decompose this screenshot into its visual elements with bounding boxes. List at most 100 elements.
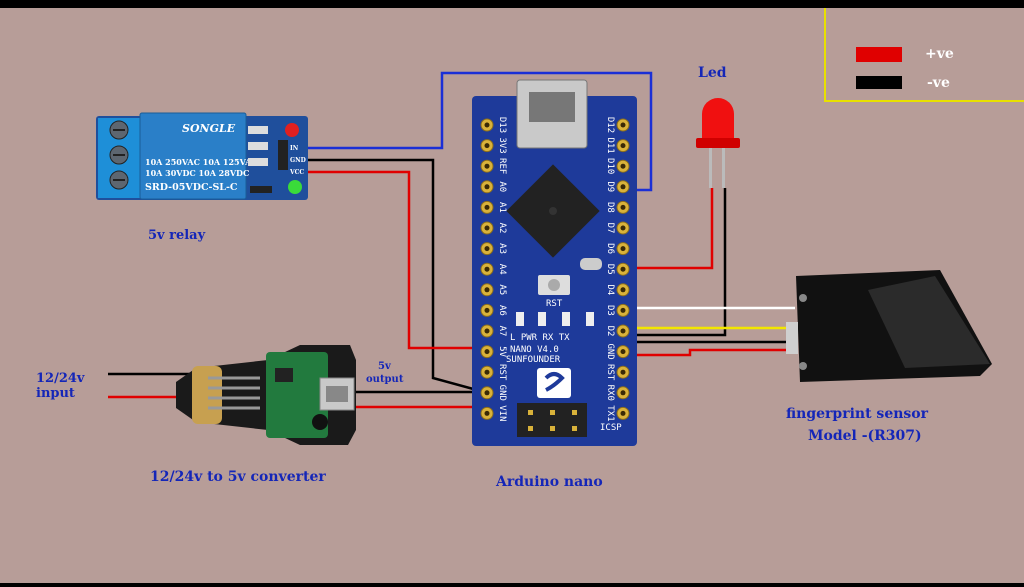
nano-pin-hole-left-a7 (484, 328, 490, 334)
arduino-pcb (472, 96, 637, 446)
board-led-tx (586, 312, 594, 326)
wire-relay-vcc (300, 170, 488, 350)
relay-module: SONGLE 10A 250VAC 10A 125VAC 10A 30VDC 1… (96, 112, 308, 200)
nano-pin-hole-right-d11 (620, 143, 626, 149)
legend-negative-label: -ve (927, 75, 950, 91)
relay-header-pins (278, 140, 288, 170)
nano-pin-label-right-d3: D3 (605, 305, 615, 316)
board-led-l (516, 312, 524, 326)
nano-pin-label-right-d6: D6 (605, 243, 615, 254)
board-led-pwr (538, 312, 546, 326)
relay-brand: SONGLE (182, 122, 236, 135)
nano-pin-hole-left-rst (484, 369, 490, 375)
nano-pin-label-right-d9: D9 (605, 181, 615, 192)
relay-model: SRD-05VDC-SL-C (145, 182, 238, 193)
wire-led-negative (628, 188, 727, 337)
usb-port-opening (529, 92, 575, 122)
wire-relay-in-signal (300, 71, 653, 192)
nano-pin-label-left-3v3: 3V3 (497, 137, 507, 153)
nano-pin-hole-left-a6 (484, 307, 490, 313)
nano-pin-hole-right-tx1 (620, 410, 626, 416)
nano-pin-label-left-a7: A7 (497, 326, 507, 337)
relay-pin-vcc: VCC (289, 169, 304, 176)
fingerprint-sensor (786, 270, 992, 382)
nano-pin-hole-right-d5 (620, 266, 626, 272)
nano-pin-hole-right-rst (620, 369, 626, 375)
nano-pin-label-left-vin: VIN (497, 405, 507, 421)
nano-pin-hole-right-gnd (620, 349, 626, 355)
relay-body (139, 112, 247, 200)
nano-pin-hole-left-a0 (484, 184, 490, 190)
board-brand: SUNFOUNDER (506, 355, 561, 365)
nano-pin-hole-left-a3 (484, 246, 490, 252)
nano-pin-hole-right-d6 (620, 246, 626, 252)
nano-pin-hole-right-rx0 (620, 390, 626, 396)
nano-pin-label-left-a2: A2 (497, 223, 507, 234)
led-rim (696, 138, 740, 148)
nano-pin-label-right-d7: D7 (605, 223, 615, 234)
relay-resistor-1 (248, 126, 268, 134)
crystal-oscillator (580, 258, 602, 270)
led-dome (702, 98, 734, 140)
nano-pin-label-left-a3: A3 (497, 243, 507, 254)
sensor-label-line2: Model -(R307) (808, 428, 922, 444)
nano-pin-label-right-d8: D8 (605, 202, 615, 213)
nano-pin-hole-left-a4 (484, 266, 490, 272)
legend-border (824, 8, 1024, 102)
nano-pin-label-right-d10: D10 (605, 158, 615, 174)
nano-pin-hole-right-d4 (620, 287, 626, 293)
led-leg-cathode (722, 148, 725, 188)
car-charger-converter (176, 345, 356, 445)
nano-pin-label-left-a6: A6 (497, 305, 507, 316)
nano-pin-hole-right-d7 (620, 225, 626, 231)
led-label: Led (698, 65, 727, 81)
relay-resistor-2 (248, 142, 268, 150)
nano-pin-hole-right-d2 (620, 328, 626, 334)
relay-spec-2: 10A 30VDC 10A 28VDC (145, 168, 249, 178)
led-leg-anode (709, 148, 712, 188)
input-label-line1: 12/24v (36, 371, 85, 386)
converter-tip-contact (192, 366, 222, 424)
nano-pin-label-left-a5: A5 (497, 284, 507, 295)
reset-label: RST (546, 299, 563, 309)
nano-pin-label-left-a4: A4 (497, 264, 507, 275)
nano-pin-label-left-ref: REF (497, 158, 507, 174)
wire-relay-gnd (300, 158, 489, 395)
nano-pin-label-right-rx0: RX0 (605, 385, 615, 401)
board-model: NANO V4.0 (510, 345, 559, 355)
nano-pin-hole-left-a1 (484, 204, 490, 210)
nano-pin-label-right-rst: RST (605, 364, 615, 381)
sensor-connector (786, 322, 798, 354)
nano-pin-hole-right-d8 (620, 204, 626, 210)
nano-pin-label-left-a0: A0 (497, 181, 507, 192)
board-led-rx (562, 312, 570, 326)
sensor-window (868, 276, 990, 368)
input-label-line2: input (36, 386, 75, 401)
nano-pin-hole-right-d3 (620, 307, 626, 313)
nano-pin-label-left-gnd: GND (497, 385, 507, 401)
nano-pin-hole-left-a5 (484, 287, 490, 293)
relay-spec-1: 10A 250VAC 10A 125VAC (145, 157, 258, 167)
nano-pin-label-right-tx1: TX1 (605, 405, 615, 421)
legend-positive-label: +ve (925, 46, 954, 62)
nano-pin-label-right-d2: D2 (605, 326, 615, 337)
converter-inductor (312, 414, 328, 430)
relay-label: 5v relay (148, 228, 206, 243)
relay-led-red (285, 123, 299, 137)
arduino-label: Arduino nano (495, 474, 603, 490)
nano-pin-hole-left-vin (484, 410, 490, 416)
nano-pin-label-right-d12: D12 (605, 117, 615, 133)
nano-pin-hole-right-d9 (620, 184, 626, 190)
nano-pin-hole-left-5v (484, 349, 490, 355)
nano-pin-label-left-5v: 5V (497, 346, 507, 357)
nano-pin-hole-left-d13 (484, 122, 490, 128)
nano-pin-label-right-d4: D4 (605, 284, 615, 295)
icsp-label: ICSP (600, 423, 622, 433)
nano-pin-label-right-d5: D5 (605, 264, 615, 275)
output-label-line1: 5v (378, 361, 392, 372)
relay-pin-in: IN (290, 145, 299, 152)
nano-pin-label-left-a1: A1 (497, 202, 507, 213)
